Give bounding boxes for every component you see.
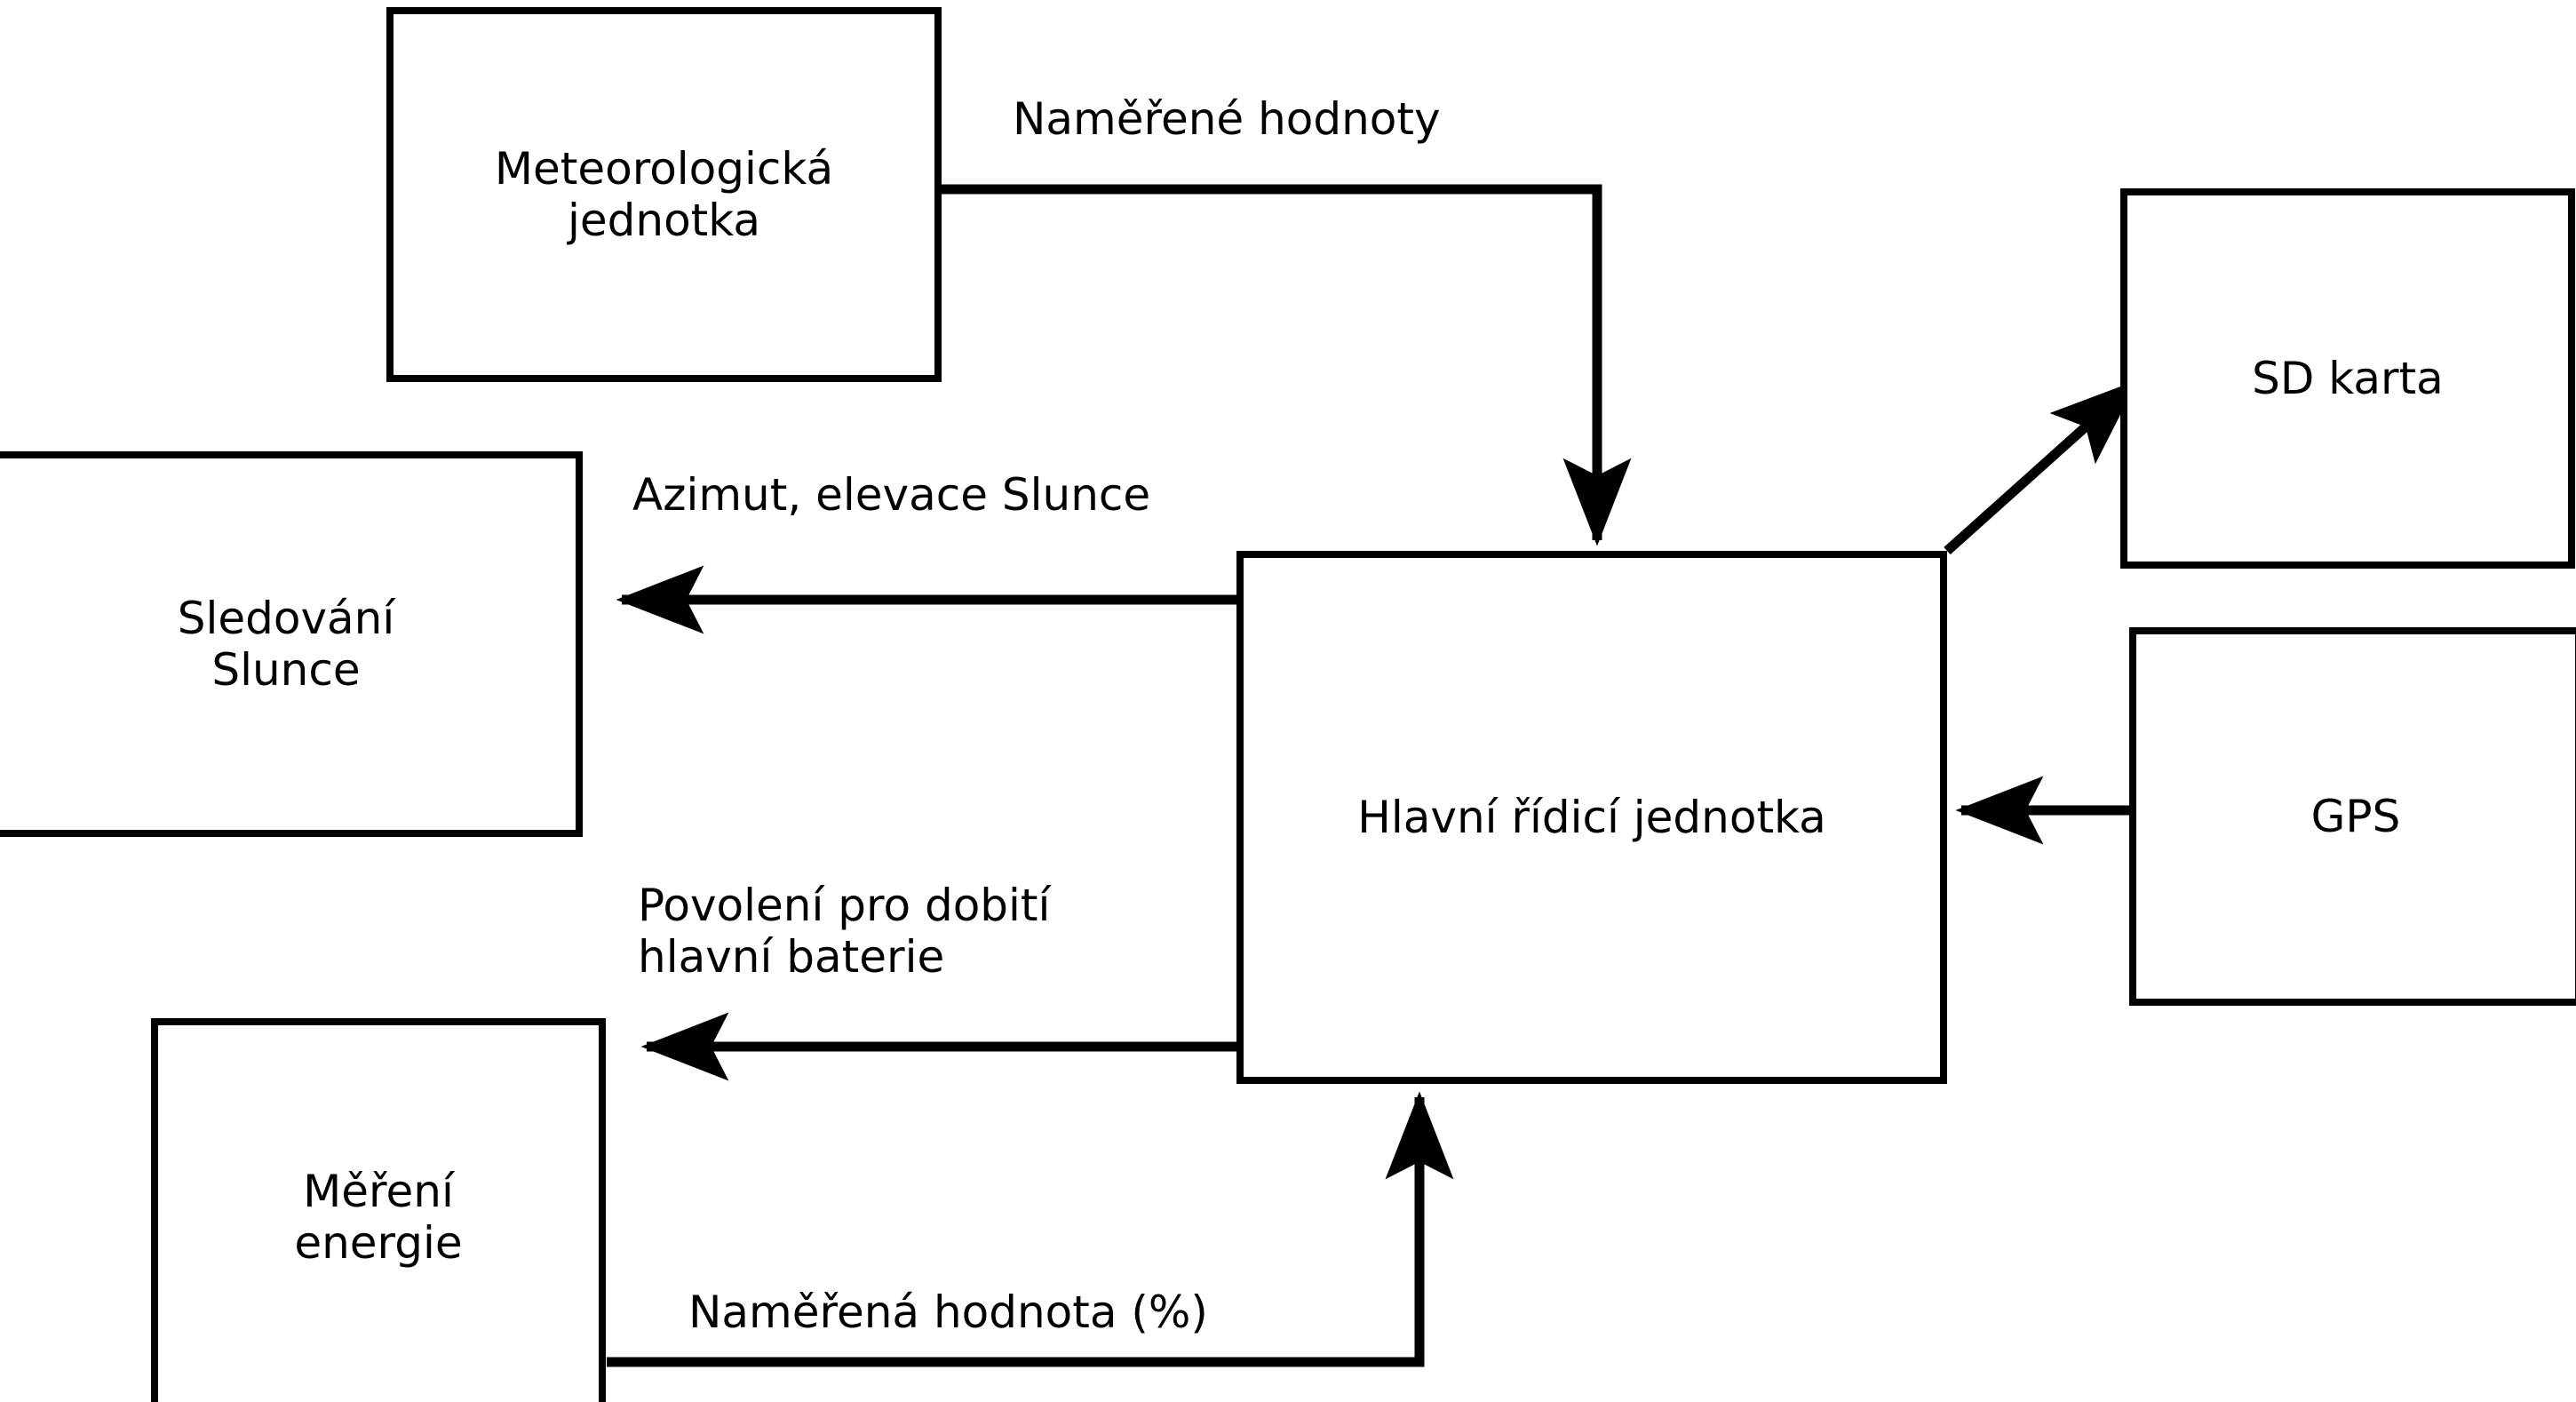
node-sd-card[interactable]: SD karta [2120, 188, 2575, 569]
edge-label-main-to-sun-tracking: Azimut, elevace Slunce [632, 469, 1151, 521]
node-meteo-unit[interactable]: Meteorologická jednotka [386, 7, 942, 382]
node-gps[interactable]: GPS [2129, 627, 2576, 1006]
connector-main-to-sd-card [1944, 379, 2138, 555]
edge-label-main-to-energy: Povolení pro dobití hlavní baterie [638, 880, 1051, 983]
node-energy-measurement-label: Měření energie [294, 1166, 463, 1269]
node-sun-tracking-label: Sledování Slunce [177, 593, 395, 696]
connector-energy-to-main [607, 1091, 1454, 1367]
node-sd-card-label: SD karta [2252, 353, 2444, 404]
edge-label-meteo-to-main: Naměřené hodnoty [1013, 93, 1441, 145]
node-meteo-unit-label: Meteorologická jednotka [494, 143, 834, 246]
node-sun-tracking[interactable]: Sledování Slunce [0, 451, 583, 837]
edge-label-energy-to-main: Naměřená hodnota (%) [688, 1286, 1208, 1338]
node-main-control-unit-label: Hlavní řídicí jednotka [1357, 792, 1826, 843]
node-energy-measurement[interactable]: Měření energie [151, 1018, 606, 1402]
connector-meteo-to-main [938, 184, 1632, 546]
node-main-control-unit[interactable]: Hlavní řídicí jednotka [1236, 551, 1947, 1084]
node-gps-label: GPS [2310, 791, 2401, 842]
